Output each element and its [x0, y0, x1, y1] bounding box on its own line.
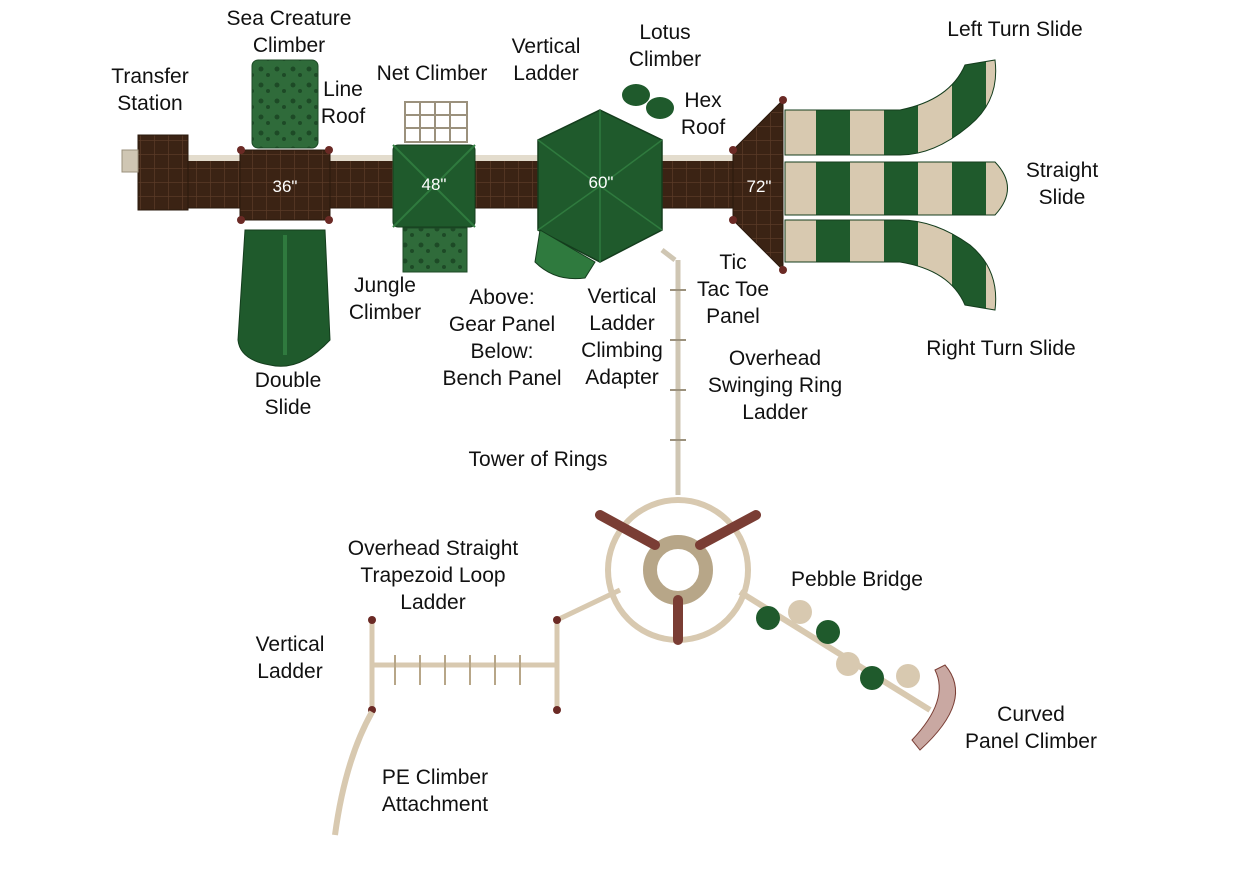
- deck-72: 72": [729, 96, 787, 274]
- label-tower-of-rings: Tower of Rings: [468, 448, 608, 471]
- deck-height-36: 36": [273, 177, 298, 196]
- transfer-station-deck: [121, 134, 189, 211]
- label-left-turn-slide: Left Turn Slide: [947, 18, 1083, 41]
- pe-climber-attachment-shape: [332, 710, 375, 836]
- right-turn-slide-shape: [784, 219, 997, 311]
- deck-60-hex-roof: 60": [534, 109, 663, 280]
- sea-creature-climber-panel: [251, 59, 319, 149]
- tower-of-rings-shape: [595, 497, 761, 645]
- deck-36: 36": [237, 146, 333, 224]
- label-pebble-bridge: Pebble Bridge: [791, 568, 923, 591]
- deck-height-72: 72": [747, 177, 772, 196]
- deck-48-roof: 48": [392, 144, 476, 228]
- deck-height-60: 60": [589, 173, 614, 192]
- net-climber-frame: [404, 101, 468, 143]
- label-right-turn-slide: Right Turn Slide: [926, 337, 1076, 360]
- label-net-climber: Net Climber: [376, 62, 488, 85]
- overhead-straight-ladder-shape: [368, 587, 622, 714]
- double-slide-shape: [237, 229, 331, 367]
- pebble-bridge-shape: [738, 589, 932, 713]
- jungle-climber-panel: [402, 227, 468, 273]
- deck-height-48: 48": [422, 175, 447, 194]
- lotus-climber-shape: [622, 84, 674, 119]
- overhead-swinging-ring-ladder-shape: [660, 248, 686, 495]
- curved-panel-climber-shape: [911, 664, 957, 751]
- left-turn-slide-shape: [784, 59, 997, 156]
- straight-slide-shape: [784, 161, 1008, 216]
